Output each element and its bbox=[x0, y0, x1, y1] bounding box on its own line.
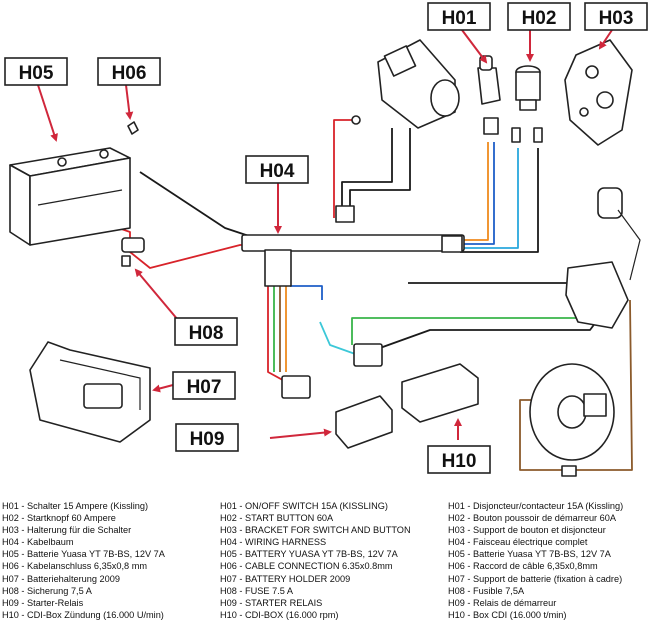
callout-h09-label: H09 bbox=[190, 429, 225, 450]
wire-black-motor-a bbox=[341, 128, 393, 218]
legend-item: H01 - Disjoncteur/contacteur 15A (Kissli… bbox=[448, 501, 624, 511]
ignition-coil-part bbox=[565, 187, 641, 329]
wire-cyan-cdi bbox=[319, 321, 359, 356]
callout-h05-label: H05 bbox=[19, 63, 54, 84]
legend-item: H03 - Support de bouton et disjoncteur bbox=[448, 525, 606, 536]
wire-lightblue-button bbox=[460, 148, 519, 249]
wiring-harness-part bbox=[241, 205, 465, 287]
wire-black-button bbox=[460, 148, 539, 253]
bracket-part bbox=[564, 39, 633, 146]
legend-item: H02 - Bouton poussoir de démarreur 60A bbox=[448, 513, 617, 524]
legend-item: H08 - Fusible 7,5A bbox=[448, 585, 525, 596]
wire-black-coil bbox=[379, 309, 606, 349]
arrow-h09 bbox=[269, 428, 332, 439]
callout-h08-label: H08 bbox=[189, 323, 224, 344]
legend-item: H08 - Sicherung 7,5 A bbox=[2, 585, 92, 596]
legend-item: H02 - Startknopf 60 Ampere bbox=[2, 513, 116, 524]
arrow-h06 bbox=[125, 84, 134, 120]
legend-item: H09 - Starter-Relais bbox=[2, 597, 84, 608]
callout-h04-label: H04 bbox=[260, 161, 295, 182]
on-off-switch-part bbox=[477, 55, 501, 135]
arrow-h05 bbox=[37, 84, 58, 142]
legend-item: H05 - Batterie Yuasa YT 7B-BS, 12V 7A bbox=[448, 549, 611, 560]
legend-german-list: H01 - Schalter 15 Ampere (Kissling) H02 … bbox=[2, 500, 214, 621]
wire-blue-switch bbox=[460, 142, 495, 245]
legend-french: H01 - Disjoncteur/contacteur 15A (Kissli… bbox=[448, 500, 650, 621]
callout-h10: H10 bbox=[427, 445, 491, 474]
callout-h03-label: H03 bbox=[599, 8, 634, 29]
fuse-part bbox=[121, 237, 145, 267]
legend-item: H03 - Halterung für die Schalter bbox=[2, 525, 132, 536]
callout-h03: H03 bbox=[584, 2, 648, 31]
wire-blue-harness bbox=[290, 285, 323, 300]
battery-holder-part bbox=[29, 341, 151, 443]
callout-h02: H02 bbox=[507, 2, 571, 31]
legend-french-list: H01 - Disjoncteur/contacteur 15A (Kissli… bbox=[448, 500, 650, 621]
legend-item: H09 - Relais de démarreur bbox=[448, 597, 557, 608]
start-button-part bbox=[511, 65, 543, 143]
legend-item: H09 - STARTER RELAIS bbox=[220, 597, 323, 608]
legend-item: H05 - Batterie Yuasa YT 7B-BS, 12V 7A bbox=[2, 549, 165, 560]
wire-black-battery bbox=[139, 171, 256, 239]
legend-item: H10 - Box CDI (16.000 t/min) bbox=[448, 609, 567, 620]
legend-item: H07 - BATTERY HOLDER 2009 bbox=[220, 573, 351, 584]
wire-black-motor-b bbox=[349, 128, 411, 218]
arrow-h07 bbox=[152, 384, 174, 393]
cdi-box-part bbox=[353, 343, 479, 423]
legend-item: H04 - Faisceau électrique complet bbox=[448, 537, 588, 548]
legend-english: H01 - ON/OFF SWITCH 15A (KISSLING) H02 -… bbox=[220, 500, 445, 621]
wire-green-coil bbox=[351, 300, 581, 345]
arrow-h03 bbox=[598, 29, 613, 50]
callout-h01-label: H01 bbox=[442, 8, 477, 29]
cable-connection-part bbox=[127, 121, 139, 135]
legend-english-list: H01 - ON/OFF SWITCH 15A (KISSLING) H02 -… bbox=[220, 500, 445, 621]
wire-red-motor bbox=[333, 119, 354, 218]
callout-h07: H07 bbox=[172, 371, 236, 400]
wire-orange-switch bbox=[460, 142, 489, 241]
callout-h02-label: H02 bbox=[522, 8, 557, 29]
legend-item: H07 - Batteriehalterung 2009 bbox=[2, 573, 120, 584]
legend-item: H07 - Support de batterie (fixation à ca… bbox=[448, 573, 623, 584]
callout-h07-label: H07 bbox=[187, 377, 222, 398]
legend-item: H01 - Schalter 15 Ampere (Kissling) bbox=[2, 501, 149, 511]
legend-item: H04 - Kabelbaum bbox=[2, 537, 74, 548]
callout-h06-label: H06 bbox=[112, 63, 147, 84]
stator-part bbox=[529, 363, 615, 477]
wiring-diagram: H01 H02 H03 H04 H05 H06 H07 H08 H09 H10 bbox=[4, 2, 648, 477]
callout-h09: H09 bbox=[175, 423, 239, 452]
starter-motor-part bbox=[351, 39, 460, 129]
callout-h04: H04 bbox=[245, 155, 309, 184]
parts-legend: H01 - Schalter 15 Ampere (Kissling) H02 … bbox=[0, 500, 650, 640]
callout-h10-label: H10 bbox=[442, 451, 477, 472]
starter-relay-part bbox=[281, 375, 393, 449]
legend-german: H01 - Schalter 15 Ampere (Kissling) H02 … bbox=[2, 500, 214, 621]
legend-item: H06 - Raccord de câble 6,35x0,8mm bbox=[448, 561, 598, 572]
arrow-h01 bbox=[461, 29, 488, 64]
legend-item: H06 - CABLE CONNECTION 6.35x0.8mm bbox=[220, 561, 393, 572]
legend-item: H02 - START BUTTON 60A bbox=[220, 513, 334, 524]
callout-arrows bbox=[37, 29, 613, 440]
legend-item: H10 - CDI-BOX (16.000 rpm) bbox=[220, 609, 339, 620]
legend-item: H01 - ON/OFF SWITCH 15A (KISSLING) bbox=[220, 501, 388, 511]
callout-h01: H01 bbox=[427, 2, 491, 31]
callout-h08: H08 bbox=[174, 317, 238, 346]
callout-h05: H05 bbox=[4, 57, 68, 86]
legend-item: H04 - WIRING HARNESS bbox=[220, 537, 327, 548]
battery-part bbox=[9, 147, 131, 246]
legend-item: H03 - BRACKET FOR SWITCH AND BUTTON bbox=[220, 525, 411, 536]
legend-item: H10 - CDI-Box Zündung (16.000 U/min) bbox=[2, 609, 164, 620]
arrow-h08 bbox=[134, 268, 179, 321]
callout-h06: H06 bbox=[97, 57, 161, 86]
legend-item: H08 - FUSE 7.5 A bbox=[220, 585, 294, 596]
legend-item: H05 - BATTERY YUASA YT 7B-BS, 12V 7A bbox=[220, 549, 398, 560]
legend-item: H06 - Kabelanschluss 6,35x0,8 mm bbox=[2, 561, 148, 572]
